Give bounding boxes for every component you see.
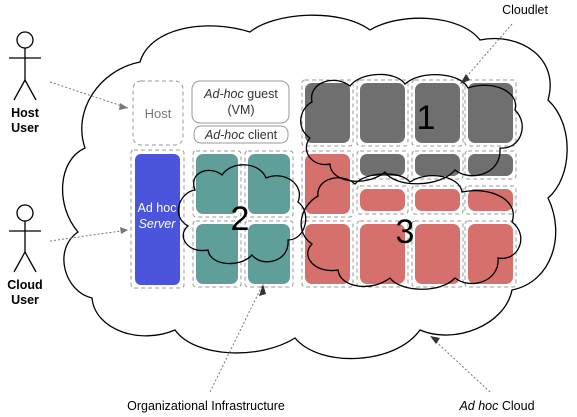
- host-user-connector: [49, 81, 129, 109]
- org-infra-pointer: [209, 285, 263, 393]
- cloud-user-actor: [9, 204, 41, 273]
- host-user-actor: [9, 31, 41, 101]
- org-infra-arrowhead: [259, 284, 266, 296]
- gray-cell-top-2: [360, 83, 405, 143]
- client-label: Ad-hoc client: [204, 128, 278, 142]
- red-cell-bottom-2: [360, 224, 405, 284]
- gray-cell-top-1: [305, 83, 350, 143]
- host-user-label-2: User: [11, 121, 39, 135]
- host-connector-arrowhead: [119, 103, 128, 110]
- gray-cell-small-2: [415, 154, 460, 176]
- org-infra-label: Organizational Infrastructure: [127, 399, 285, 413]
- cloud-2-outline: [177, 164, 307, 265]
- gray-cell-top-3: [415, 83, 460, 143]
- host-cell: [132, 80, 184, 146]
- region-1-label: 1: [417, 99, 436, 137]
- guest-vm-label: Ad-hoc guest: [203, 87, 278, 101]
- adhoc-cloud-outline: [61, 14, 568, 360]
- cloud-user-label-1: Cloud: [7, 278, 42, 292]
- adhoc-server-cell: [135, 154, 180, 285]
- host-user-label-1: Host: [11, 106, 40, 120]
- cloud-user-connector: [49, 229, 129, 242]
- teal-cell-top-2: [248, 154, 290, 214]
- red-cell-bottom-4: [468, 224, 513, 284]
- guest-vm-sublabel: (VM): [227, 103, 254, 117]
- red-cell-bottom-3: [415, 224, 460, 284]
- teal-cell-bottom-1: [196, 224, 238, 284]
- cloud-user-label-2: User: [11, 293, 39, 307]
- red-cell-small-2: [415, 189, 460, 211]
- cloud-connector-arrowhead: [120, 227, 128, 234]
- gray-cell-small-3: [468, 154, 513, 176]
- host-label: Host: [145, 106, 172, 121]
- adhoc-cloud-label: Ad hoc Cloud: [458, 399, 534, 413]
- gray-cell-top-4: [468, 83, 513, 143]
- red-cell-mid-1: [305, 154, 350, 214]
- red-cell-small-1: [360, 189, 405, 211]
- server-label-line1: Ad hoc: [138, 201, 177, 215]
- resource-grid: [192, 79, 517, 288]
- teal-cell-bottom-2: [248, 224, 290, 284]
- adhoc-cloud-pointer: [431, 337, 491, 393]
- cloudlet-1-outline: [300, 73, 523, 185]
- cloudlet-label: Cloudlet: [502, 3, 548, 17]
- region-2-label: 2: [231, 200, 250, 238]
- cloud-3-outline: [300, 173, 522, 290]
- server-label-line2: Server: [139, 217, 177, 231]
- region-3-label: 3: [396, 213, 415, 251]
- red-cell-small-3: [468, 189, 513, 211]
- cloudlet-pointer: [461, 23, 513, 83]
- red-cell-bottom-1: [305, 224, 350, 284]
- cloudlet-arrowhead: [460, 74, 470, 84]
- adhoc-cloud-arrowhead: [430, 336, 440, 344]
- gray-cell-small-1: [360, 154, 405, 176]
- guest-vm-cell: [191, 80, 290, 124]
- client-cell: [193, 125, 289, 144]
